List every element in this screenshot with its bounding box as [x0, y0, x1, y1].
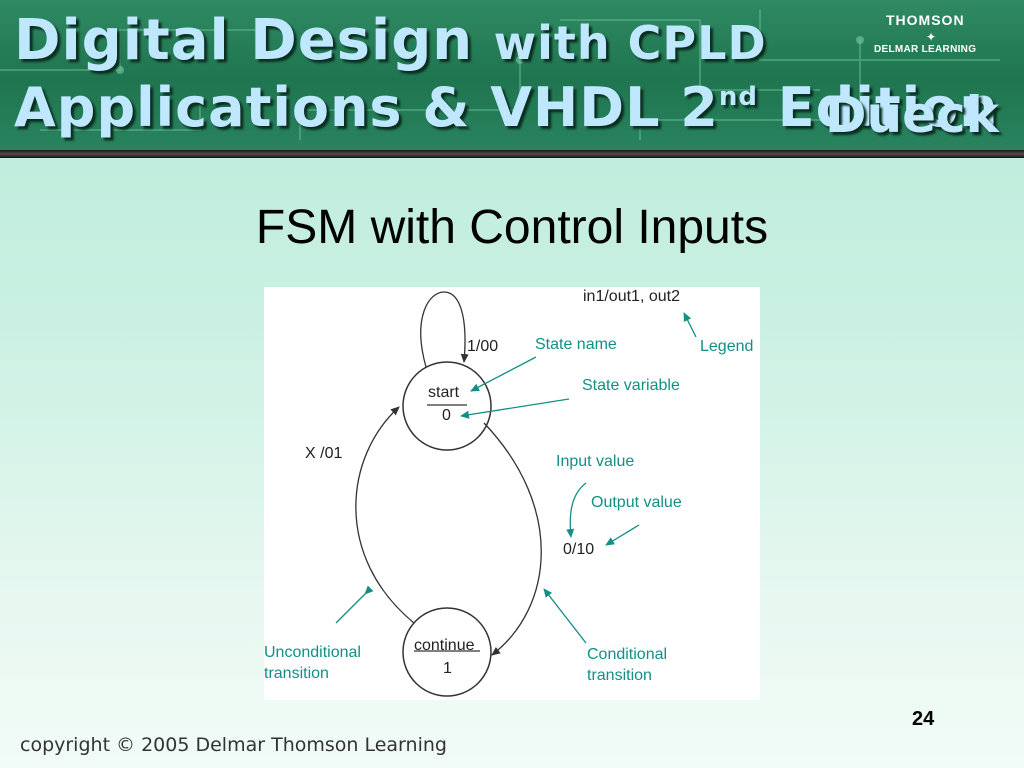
state-continue-variable: 1: [443, 660, 452, 677]
self-loop-label: 1/00: [467, 338, 499, 355]
book-title-part4: Edition: [777, 76, 999, 139]
state-name-pointer: [470, 356, 537, 392]
author-name: Dueck: [825, 86, 999, 144]
conditional-pointer: [543, 588, 587, 644]
self-loop-transition: [420, 291, 469, 368]
book-title-part3: Applications & VHDL 2: [14, 76, 719, 139]
edition-superscript: nd: [718, 82, 758, 112]
circuit-board-background: [0, 10, 1000, 140]
copyright-notice: copyright © 2005 Delmar Thomson Learning: [20, 734, 447, 756]
slide-title: FSM with Control Inputs: [255, 201, 769, 254]
banner-divider: [0, 150, 1024, 158]
legend-label: Legend: [700, 338, 754, 355]
output-value-pointer: [605, 524, 640, 546]
state-continue-name: continue: [414, 637, 475, 654]
unconditional-annotation-line1: Unconditional: [264, 644, 361, 661]
book-title-part1: Digital Design: [14, 8, 474, 73]
conditional-annotation: Conditional transition: [587, 645, 667, 687]
fsm-diagram: start 0 continue 1 1/00 X /01 0/10 in1/o…: [264, 287, 760, 700]
state-start-circle: [402, 361, 492, 451]
unconditional-annotation: Unconditional transition: [264, 643, 361, 685]
publisher-star-icon: ✦: [926, 30, 937, 44]
unconditional-annotation-line2: transition: [264, 664, 329, 682]
state-variable-pointer: [460, 398, 570, 419]
publisher-logo-top: THOMSON: [886, 12, 965, 28]
unconditional-transition-label: X /01: [305, 445, 343, 462]
state-start-variable: 0: [442, 407, 451, 424]
input-value-pointer: [566, 482, 587, 538]
input-value-label: Input value: [556, 453, 635, 470]
page-number: 24: [912, 708, 935, 730]
header-banner: Digital Design with CPLD Applications & …: [0, 0, 1024, 158]
conditional-annotation-line2: transition: [587, 666, 652, 684]
state-continue-circle: [402, 607, 492, 697]
book-title-line2: Applications & VHDL 2nd Edition: [14, 76, 999, 139]
legend-format-label: in1/out1, out2: [583, 288, 680, 305]
book-title-part2: with CPLD: [493, 16, 767, 70]
conditional-transition-arrow: [483, 422, 542, 656]
unconditional-transition-arrow: [355, 406, 415, 624]
state-start-name: start: [428, 384, 460, 401]
fsm-diagram-graphics: [335, 291, 697, 697]
output-value-label: Output value: [591, 494, 682, 511]
legend-pointer: [683, 312, 697, 338]
unconditional-pointer: [335, 585, 374, 624]
publisher-logo-bottom: DELMAR LEARNING: [874, 44, 977, 55]
book-title-line1: Digital Design with CPLD: [14, 8, 767, 73]
state-variable-label: State variable: [582, 377, 680, 394]
conditional-annotation-line1: Conditional: [587, 646, 668, 663]
conditional-transition-label: 0/10: [563, 541, 595, 558]
state-name-label: State name: [535, 336, 617, 353]
